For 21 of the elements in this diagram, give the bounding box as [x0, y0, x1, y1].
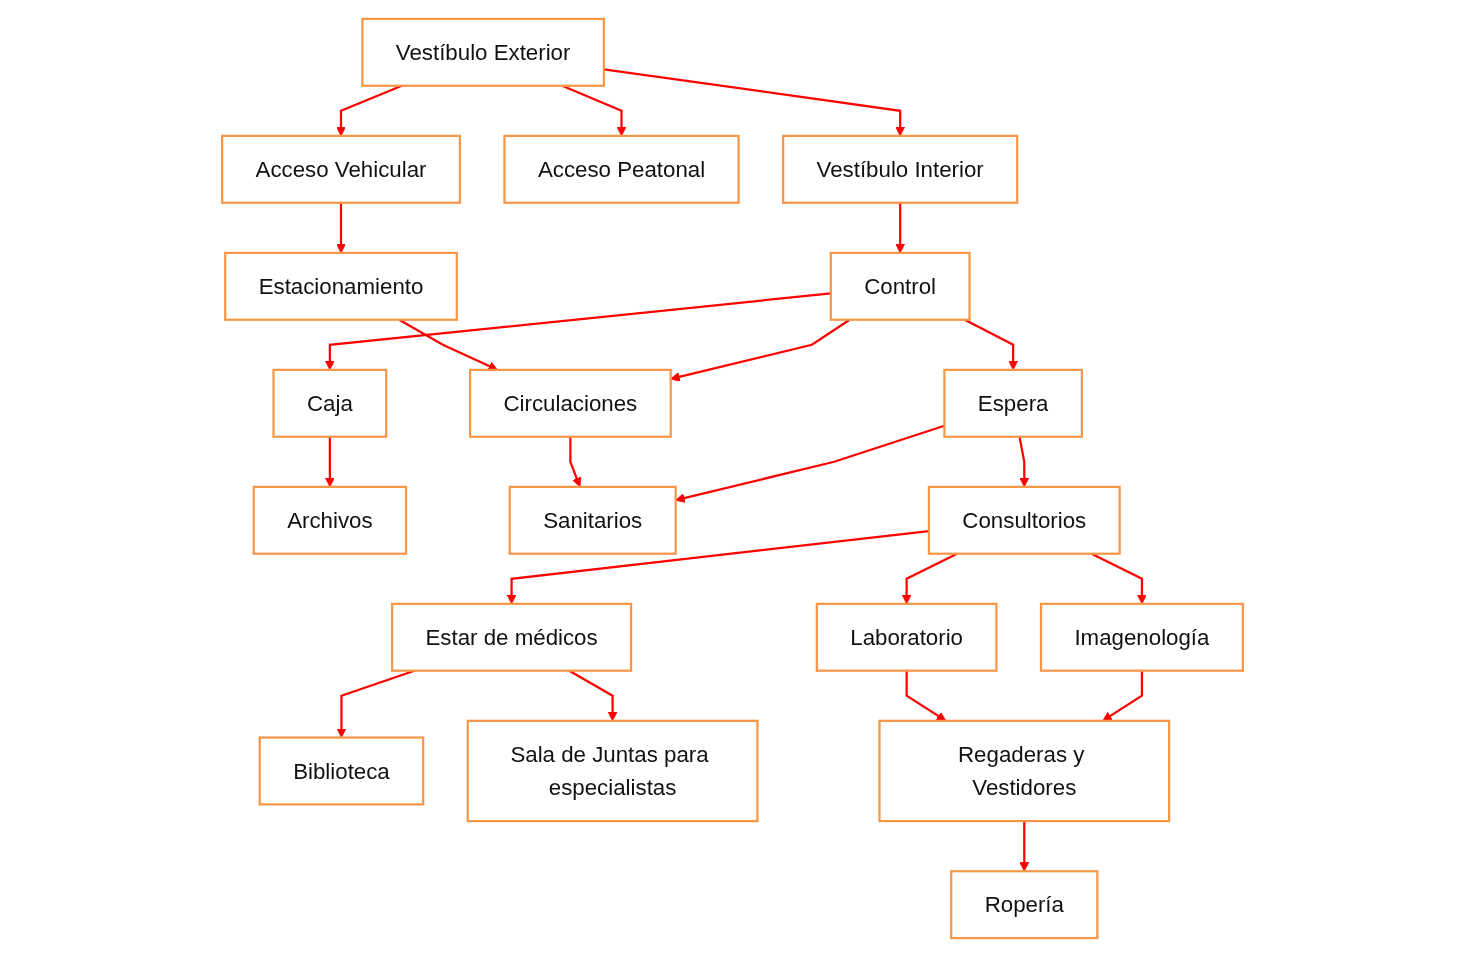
- node-box: Vestíbulo Interior: [782, 134, 1019, 204]
- node-box: Imagenología: [1039, 602, 1244, 672]
- node-box: Estar de médicos: [390, 602, 633, 672]
- arrow: [675, 424, 945, 503]
- node-box: Regaderas y Vestidores: [878, 719, 1171, 823]
- node-box: Vestíbulo Exterior: [361, 17, 605, 87]
- node-box: Caja: [272, 368, 388, 438]
- node-box: Estacionamiento: [224, 251, 458, 321]
- node-box: Sanitarios: [508, 485, 677, 555]
- node-box: Consultorios: [927, 485, 1121, 555]
- node-box: Circulaciones: [468, 368, 672, 438]
- node-box: Acceso Vehicular: [221, 134, 461, 204]
- node-box: Control: [829, 251, 971, 321]
- node-box: Laboratorio: [815, 602, 998, 672]
- node-box: Ropería: [950, 870, 1099, 940]
- arrow: [1019, 821, 1030, 872]
- node-box: Archivos: [252, 485, 408, 555]
- node-box: Acceso Peatonal: [503, 134, 740, 204]
- node-box: Espera: [943, 368, 1083, 438]
- node-box: Sala de Juntas para especialistas: [466, 719, 759, 823]
- node-box: Biblioteca: [258, 736, 425, 806]
